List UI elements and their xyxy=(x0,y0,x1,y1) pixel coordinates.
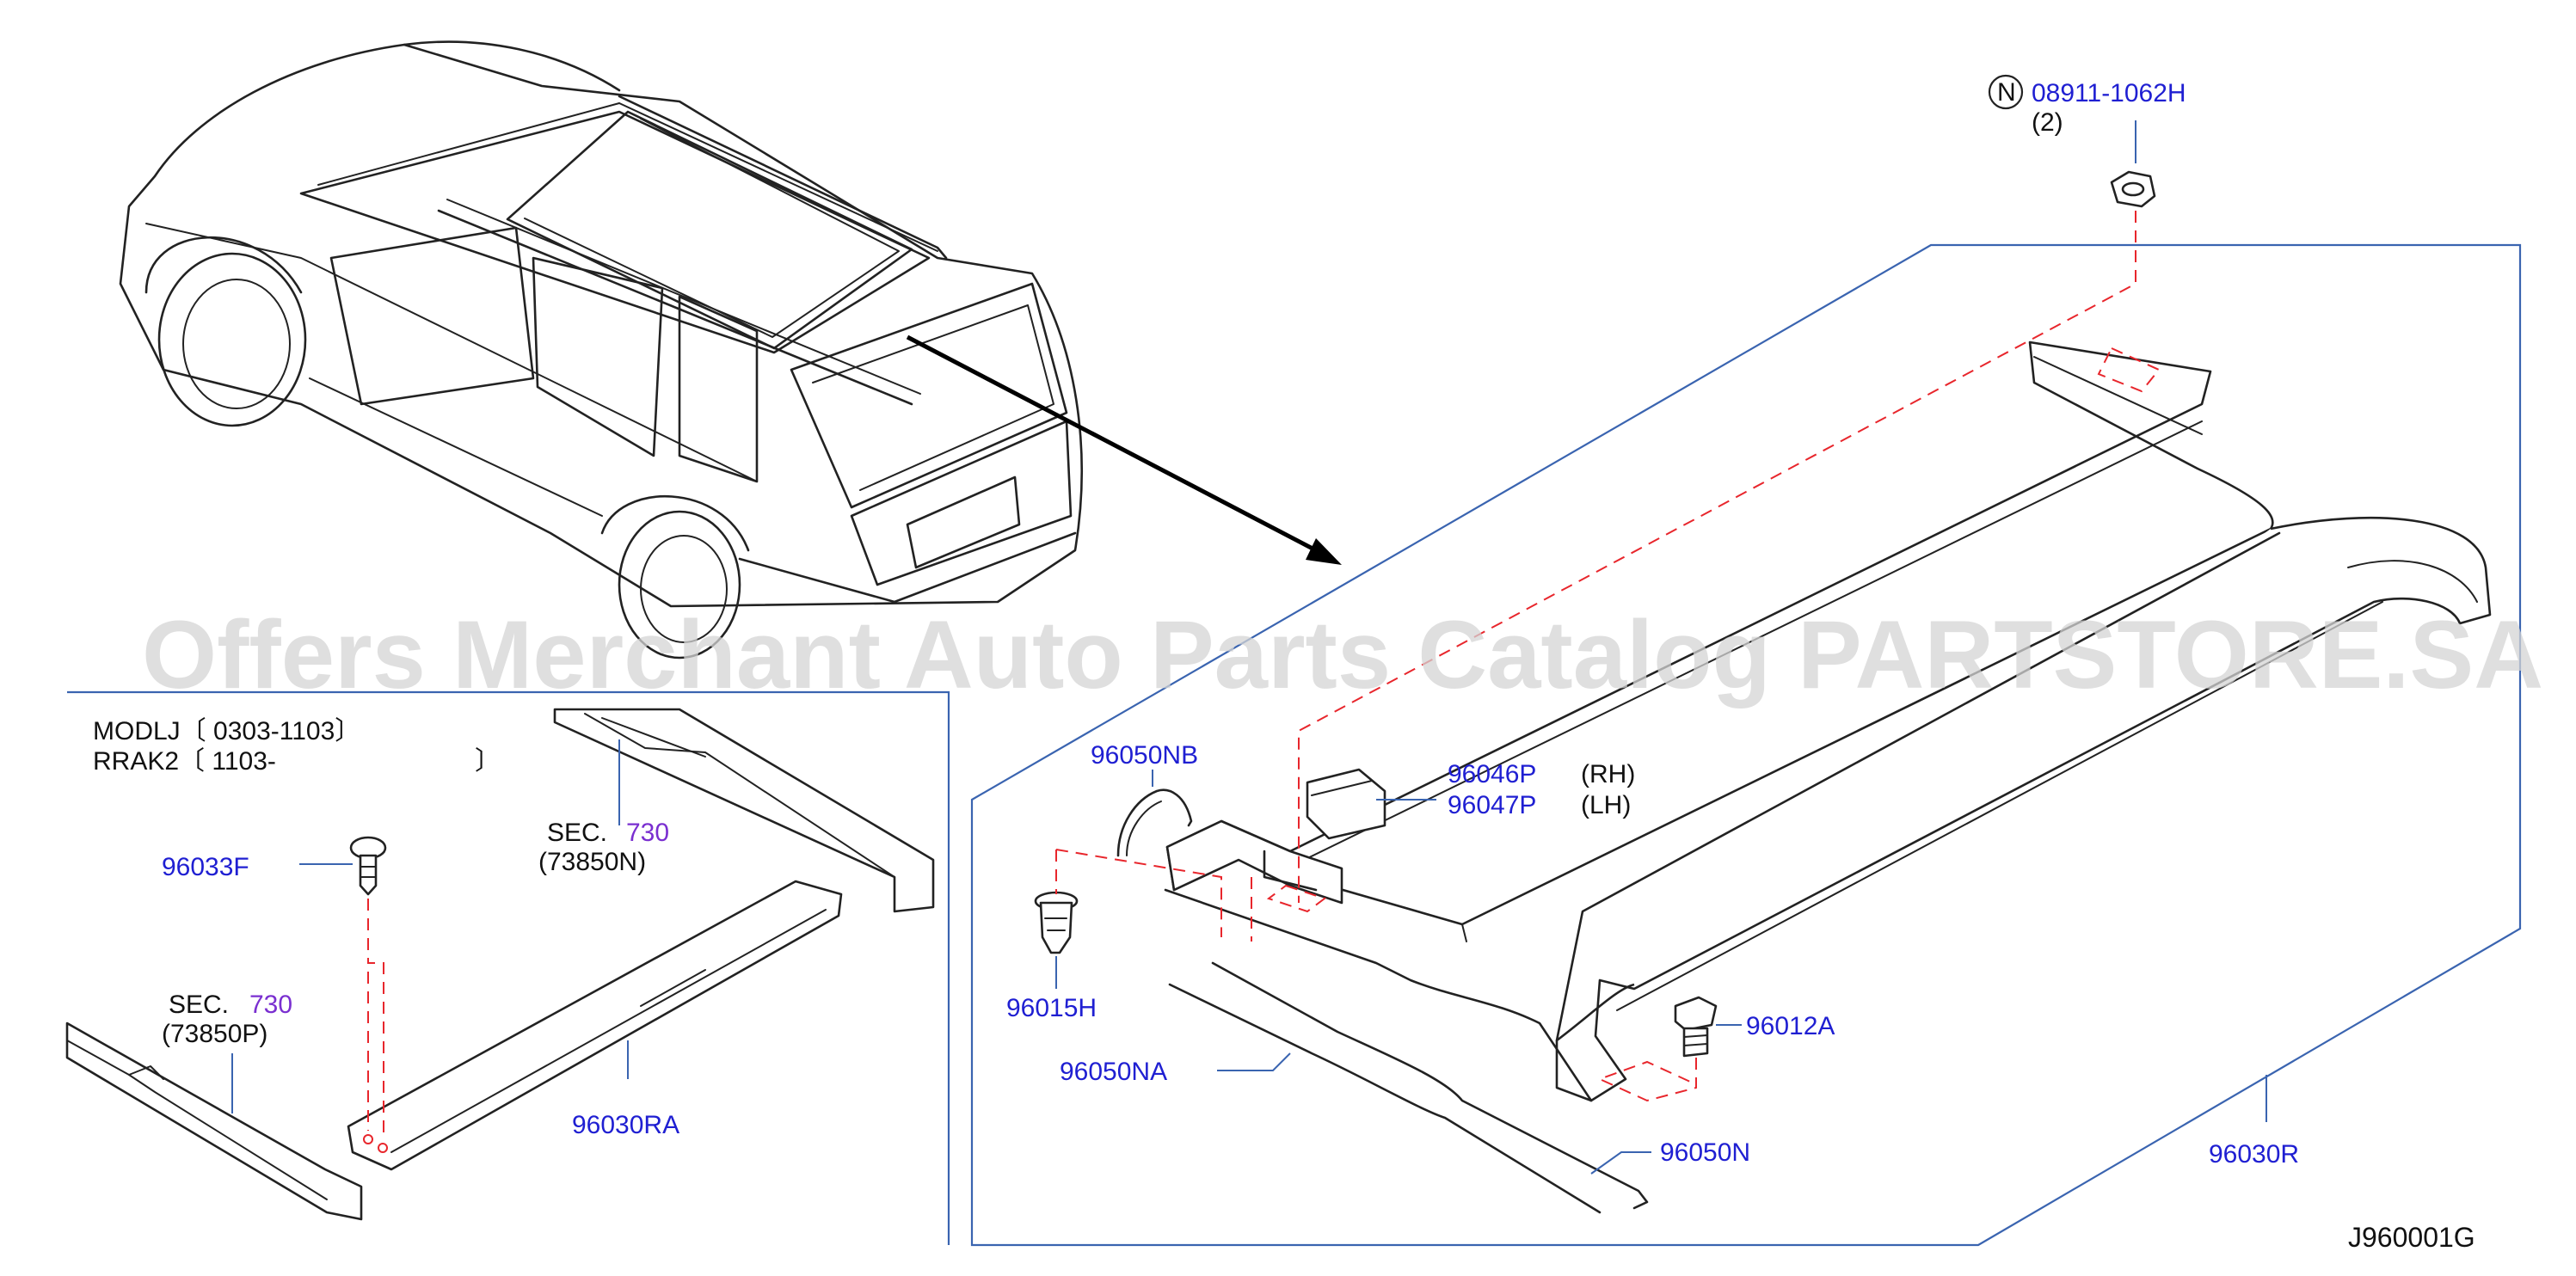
side-rh-label: (RH) xyxy=(1581,760,1635,788)
clip-96046P-96047P xyxy=(1306,768,1386,840)
part-number-96050N[interactable]: 96050N xyxy=(1660,1138,1750,1167)
part-number-96030RA[interactable]: 96030RA xyxy=(572,1111,679,1139)
section-ref-73850N: (73850N) xyxy=(538,848,646,876)
nut-symbol-letter: N xyxy=(1997,78,2016,107)
leader-lines-inset xyxy=(231,739,629,1113)
pointer-arrow xyxy=(906,334,1342,565)
part-number-96012A[interactable]: 96012A xyxy=(1746,1012,1835,1040)
watermark-text: Offers Merchant Auto Parts Catalog PARTS… xyxy=(142,601,2543,709)
section-ref-73850P: (73850P) xyxy=(162,1020,267,1048)
seal-96050NB xyxy=(1116,788,1193,857)
nut-symbol-circle xyxy=(1988,74,2024,110)
part-number-96015H[interactable]: 96015H xyxy=(1006,994,1097,1022)
part-number-96047P[interactable]: 96047P xyxy=(1448,791,1536,819)
applicability-line-2-close: 〕 xyxy=(475,747,501,776)
clip-96015H xyxy=(1034,891,1079,954)
part-number-96033F[interactable]: 96033F xyxy=(162,853,249,881)
nut-quantity: (2) xyxy=(2032,108,2063,137)
bolt-96012A xyxy=(1674,996,1718,1058)
inset-illustration xyxy=(65,708,935,1221)
detail-frame-main xyxy=(970,243,2522,1247)
spoiler-96030R xyxy=(1164,340,2492,1102)
applicability-line-1: MODLJ〔 0303-1103〕 xyxy=(93,717,360,745)
section-label-73850N: SEC. xyxy=(547,819,607,847)
part-number-96030R[interactable]: 96030R xyxy=(2209,1140,2299,1169)
section-number-73850P[interactable]: 730 xyxy=(249,991,292,1019)
side-lh-label: (LH) xyxy=(1581,791,1631,819)
vehicle-illustration xyxy=(119,40,1083,659)
fastener-guides-main xyxy=(1055,211,2161,1102)
part-number-08911-1062H[interactable]: 08911-1062H xyxy=(2032,79,2186,107)
section-number-73850N[interactable]: 730 xyxy=(626,819,669,847)
diagram-code: J960001G xyxy=(2348,1222,2475,1253)
detail-frame-inset xyxy=(67,690,950,1245)
part-number-96046P[interactable]: 96046P xyxy=(1448,760,1536,788)
leader-lines-main xyxy=(1055,120,2267,1175)
applicability-line-2: RRAK2〔 1103- xyxy=(93,747,276,776)
section-label-73850P: SEC. xyxy=(169,991,229,1019)
part-number-96050NA[interactable]: 96050NA xyxy=(1060,1058,1167,1086)
moulding-strips xyxy=(1168,961,1649,1214)
part-number-96050NB[interactable]: 96050NB xyxy=(1091,741,1198,770)
nut-08911-1062H xyxy=(2110,170,2156,208)
